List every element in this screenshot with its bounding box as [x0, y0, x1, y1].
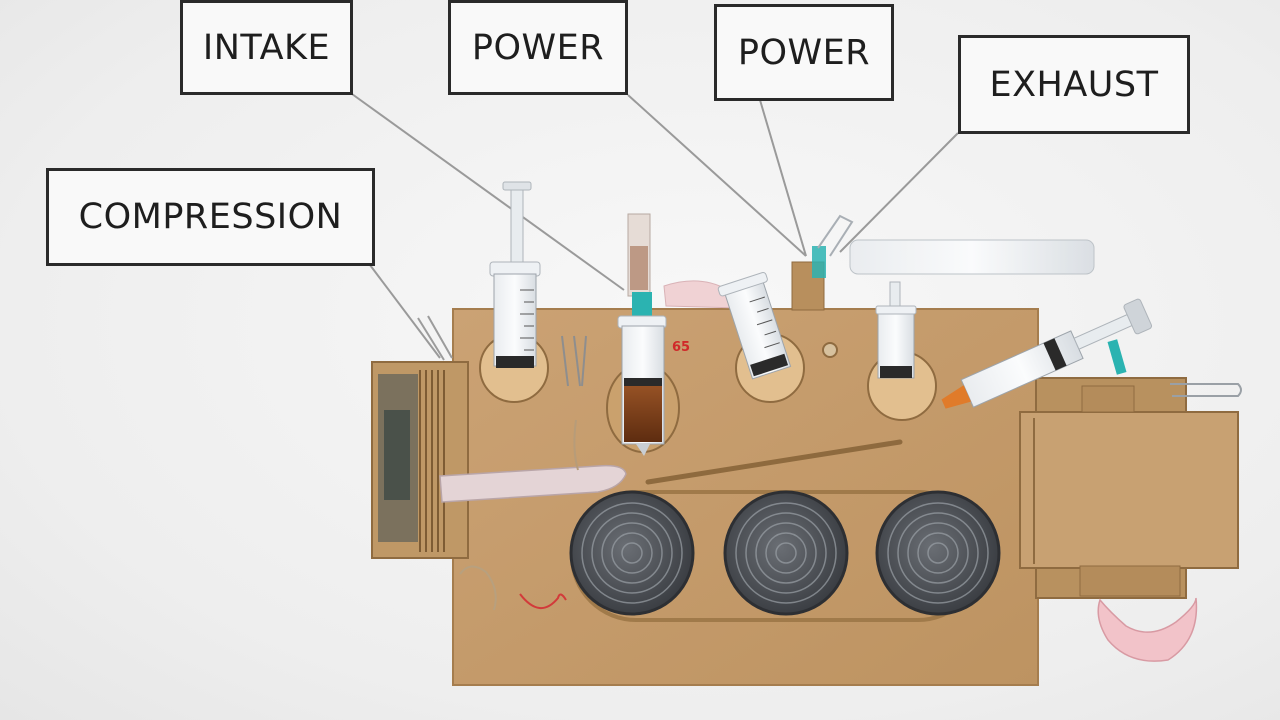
connecting-stick	[645, 439, 903, 485]
syringe-power	[717, 271, 792, 380]
red-stamp-text: 65	[672, 340, 691, 355]
flywheel-left	[569, 490, 695, 616]
syringe-exhaust	[875, 281, 917, 379]
syringe-oil	[617, 213, 667, 456]
teal-tip-right	[1107, 339, 1127, 375]
label-power-2: POWER	[714, 4, 894, 101]
label-compression: COMPRESSION	[46, 168, 375, 266]
pink-sleeve-bottom	[1097, 597, 1198, 662]
leader-line-power-2	[759, 99, 807, 257]
right-cardboard-box	[1019, 377, 1242, 599]
syringe-left	[489, 181, 541, 368]
leader-line-intake	[351, 93, 625, 291]
flywheel-right	[875, 490, 1001, 616]
glass-tube	[812, 214, 1095, 278]
label-exhaust: EXHAUST	[958, 35, 1190, 134]
label-power-1: POWER	[448, 0, 628, 95]
syringe-diagonal	[941, 298, 1153, 409]
wires	[417, 315, 587, 611]
leader-line-exhaust	[839, 132, 959, 253]
flywheel-middle	[723, 490, 849, 616]
label-intake: INTAKE	[180, 0, 353, 95]
leader-line-compression	[369, 264, 441, 359]
left-cardboard-stack	[371, 361, 469, 559]
leader-line-power-1	[627, 94, 807, 257]
leader-lines	[351, 93, 959, 359]
pink-sleeve	[439, 464, 627, 503]
